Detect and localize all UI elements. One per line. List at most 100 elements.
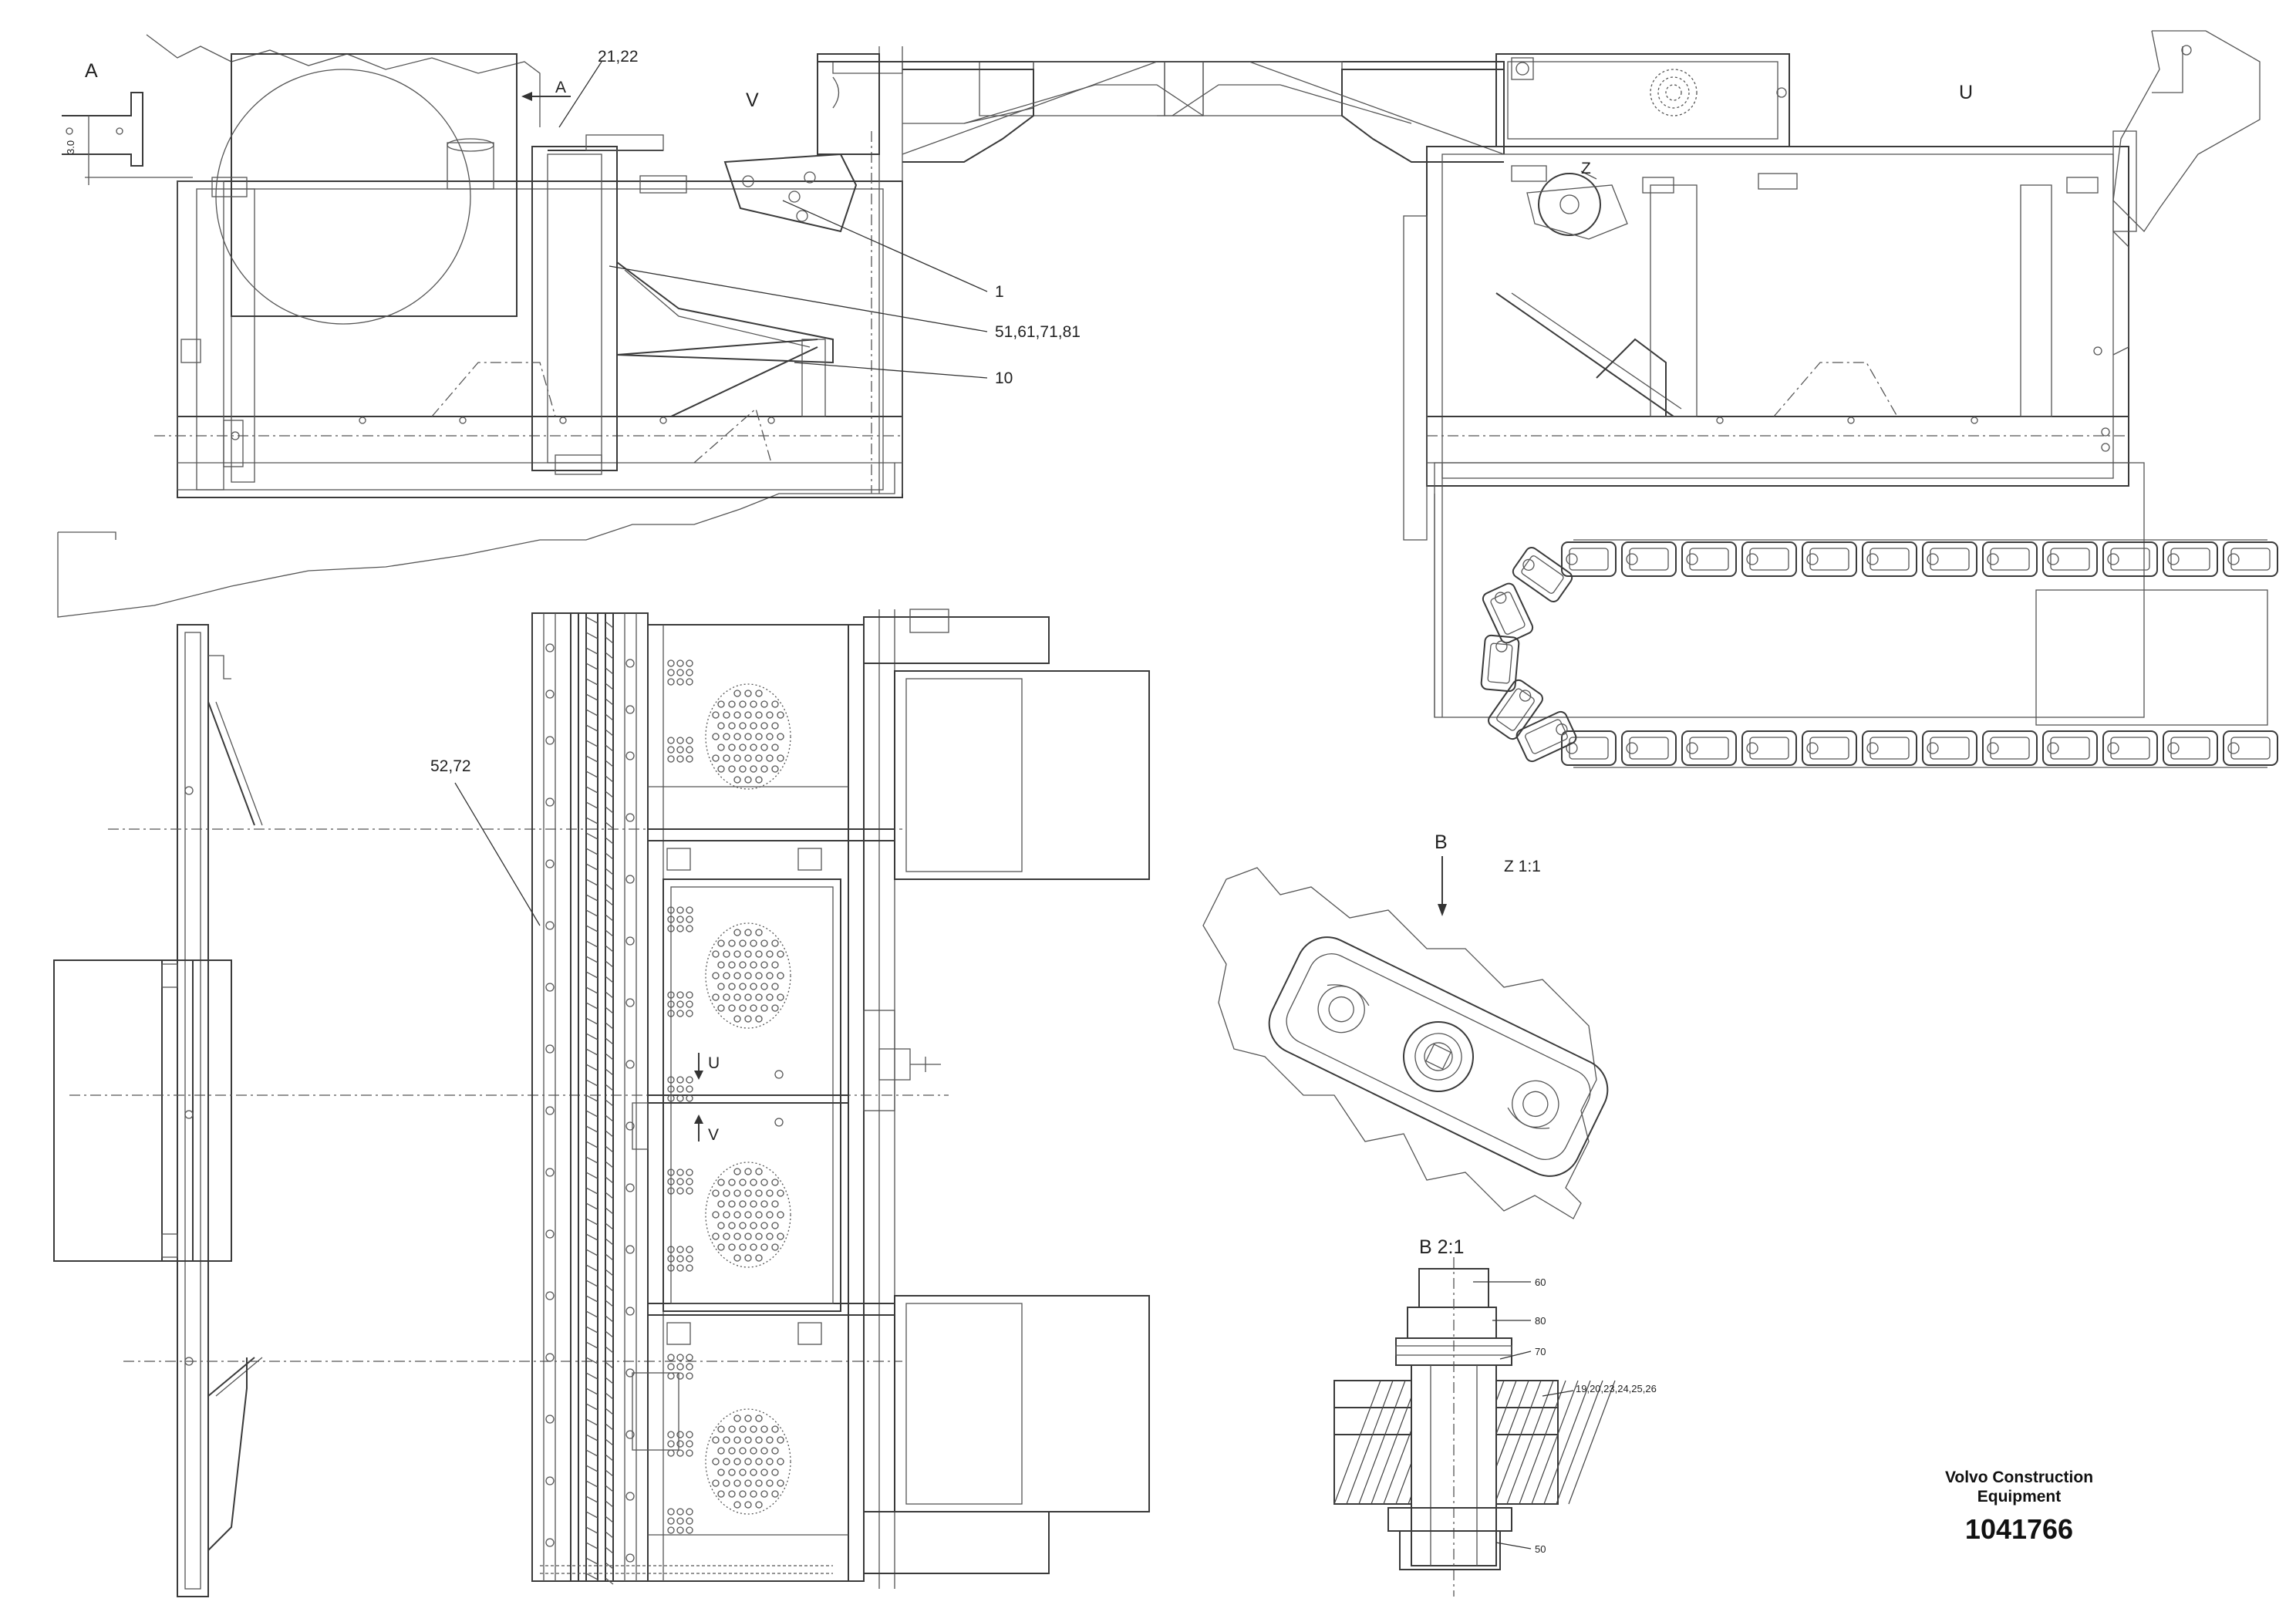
rail-tick (585, 1064, 598, 1071)
perforation-hole (750, 939, 757, 947)
rail-bolt (625, 936, 635, 946)
chain-link-inner (2110, 548, 2150, 571)
chain-link (1561, 541, 1617, 577)
chain-link-body (2102, 541, 2158, 577)
chain-pin (1927, 742, 1939, 754)
perforation-hole (712, 1458, 720, 1465)
chain-pin (1987, 553, 1999, 565)
rail-tick (585, 1326, 598, 1334)
perforation-hole (755, 776, 763, 784)
perforation-hole (760, 1469, 768, 1476)
perforation-hole (755, 1168, 763, 1175)
rail-tick (585, 848, 598, 855)
perforation-hole (723, 1189, 730, 1197)
chain-link (1862, 730, 1917, 766)
chain-link (1512, 547, 1573, 602)
rail-tick (605, 1130, 614, 1138)
perforation-hole (723, 733, 730, 740)
chain-link-body (1802, 541, 1857, 577)
rail-tick (605, 1114, 614, 1122)
rail-tick (585, 1156, 598, 1164)
rail-bolt (625, 1492, 635, 1501)
rail-bolt (545, 1353, 555, 1362)
rail-hole (686, 1178, 693, 1185)
perforation-hole (728, 765, 736, 773)
chain-link-inner (2230, 548, 2271, 571)
rail-hole (686, 737, 693, 744)
rail-bolt (625, 1245, 635, 1254)
callout-80: 80 (1535, 1315, 1546, 1327)
rail-tick (585, 1388, 598, 1395)
perforation-hole (771, 744, 779, 751)
title-block: Volvo Construction Equipment 1041766 (1945, 1469, 2093, 1545)
label-section-z: Z (1581, 160, 1591, 177)
chain-link-inner (1569, 737, 1609, 760)
perforation-hole (723, 1233, 730, 1240)
perforation-hole (771, 700, 779, 708)
chain-pin (1626, 553, 1638, 565)
perforation-hole (744, 776, 752, 784)
rail-tick (605, 652, 614, 659)
rail-bolt (625, 1430, 635, 1439)
rail-tick (605, 713, 614, 721)
chain-link (2163, 541, 2218, 577)
chain-link-body (2102, 730, 2158, 766)
chain-link-inner (1809, 548, 1849, 571)
chain-link-body (2223, 541, 2278, 577)
perforation-hole (771, 1222, 779, 1229)
perforation-hole (744, 690, 752, 697)
chain-pin (2227, 553, 2240, 565)
section-hatching (1333, 1365, 1616, 1566)
rail-tick (585, 1233, 598, 1241)
perforation-hole (744, 1436, 752, 1444)
rail-tick (585, 1526, 598, 1534)
perforation-hole (771, 1004, 779, 1012)
rail-bolt (545, 1044, 555, 1054)
rail-tick (605, 1516, 614, 1523)
rail-bolt (625, 1183, 635, 1192)
perforation-hole (717, 1243, 725, 1251)
chain-link-inner (1487, 642, 1513, 684)
perforation-hole (744, 950, 752, 958)
rail-hole (686, 669, 693, 676)
rail-tick (605, 837, 614, 845)
rail-hole (676, 669, 684, 676)
perforation-hole (723, 754, 730, 762)
label-section-u: U (1959, 82, 1973, 103)
rail-hole (667, 1255, 675, 1263)
rail-hole (667, 1010, 675, 1017)
perforation-hole (750, 983, 757, 990)
hatch-line (1371, 1380, 1418, 1505)
rail-tick (605, 1361, 614, 1369)
perforation-hole (766, 972, 774, 980)
rail-hole (686, 755, 693, 763)
rail-bolt (625, 1368, 635, 1378)
chain-link-inner (1490, 592, 1526, 635)
rail-tick (585, 1002, 598, 1010)
callout-52-72: 52,72 (430, 757, 471, 775)
chain-link (1621, 730, 1677, 766)
chain-link-body (1480, 634, 1520, 693)
rail-bolt (625, 1307, 635, 1316)
perforation-hole (733, 1254, 741, 1262)
chain-link-body (1515, 710, 1577, 763)
rail-tick (585, 693, 598, 701)
perforation-hole (717, 1447, 725, 1455)
chain-pin (1566, 553, 1578, 565)
rail-hole (686, 1264, 693, 1272)
perforation-hole (766, 1436, 774, 1444)
rail-hole (667, 659, 675, 667)
perforation-hole (723, 711, 730, 719)
rail-hole (676, 991, 684, 999)
perforation-hole (777, 1458, 784, 1465)
chain-pin (1806, 553, 1819, 565)
perforation-hole (739, 1179, 747, 1186)
rail-tick (585, 1465, 598, 1472)
perforation-hole (750, 1179, 757, 1186)
rail-hole (667, 1526, 675, 1534)
rail-hole (676, 678, 684, 686)
rail-tick (585, 925, 598, 932)
chain-link (1488, 679, 1543, 740)
rail-bolt (545, 1229, 555, 1239)
